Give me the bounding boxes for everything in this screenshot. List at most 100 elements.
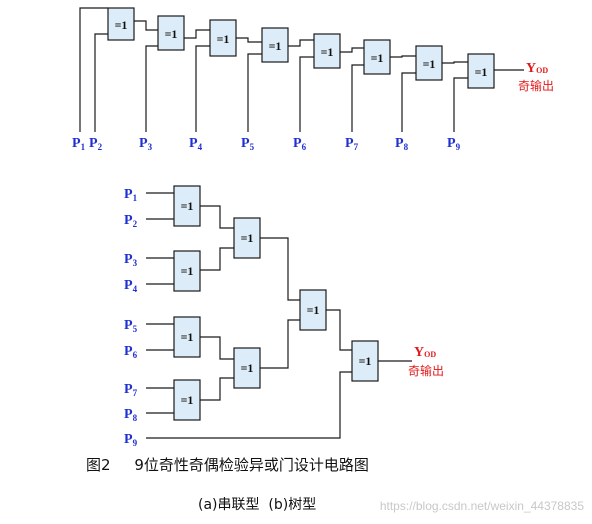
input-label-sub: 7 — [354, 142, 359, 152]
input-label-sub: 2 — [133, 219, 138, 229]
wire-b-g1-g5 — [200, 205, 234, 229]
input-label-sub: 4 — [133, 284, 138, 294]
input-label-sub: 1 — [81, 142, 86, 152]
output-desc-b: 奇输出 — [408, 363, 444, 378]
xor-gate-a6 — [363, 39, 391, 75]
input-label-letter: P — [395, 136, 404, 151]
input-label-letter: P — [345, 136, 354, 151]
xor-gate-b6 — [233, 347, 261, 389]
xor-gate-a3 — [209, 19, 237, 57]
input-label-p9-a: P9 — [447, 136, 461, 152]
wire-p9-a — [453, 77, 468, 132]
wire-p3-a — [145, 45, 158, 132]
wire-p1-a — [79, 7, 108, 132]
input-label-sub: 8 — [404, 142, 409, 152]
gate-label: =1 — [475, 65, 488, 79]
input-label-letter: P — [241, 136, 250, 151]
xor-gate-b5 — [233, 217, 261, 259]
xor-gate-a2 — [157, 15, 185, 51]
wire-p6-a — [299, 56, 314, 132]
wire-a-g3-g4 — [236, 37, 262, 43]
input-label-letter: P — [124, 432, 133, 447]
gate-label: =1 — [217, 32, 230, 46]
input-label-sub: 4 — [198, 142, 203, 152]
wire-a-g1-g2 — [134, 20, 158, 31]
series-chain: =1 =1 =1 =1 =1 =1 =1 =1 P1 P2 P3 P4 P5 P… — [72, 7, 554, 152]
input-label-p1-a: P1 — [72, 136, 86, 152]
wire-b-g4-g6 — [200, 377, 234, 401]
input-label-p6-a: P6 — [293, 136, 307, 152]
input-label-p5-a: P5 — [241, 136, 255, 152]
input-label-letter: P — [189, 136, 198, 151]
input-label-sub: 5 — [250, 142, 255, 152]
input-label-p8-a: P8 — [395, 136, 409, 152]
gate-label: =1 — [241, 231, 254, 245]
input-label-sub: 3 — [148, 142, 153, 152]
input-label-p8-b: P8 — [124, 407, 138, 423]
input-label-sub: 6 — [133, 350, 138, 360]
input-label-sub: 5 — [133, 324, 138, 334]
gate-label: =1 — [307, 303, 320, 317]
input-label-letter: P — [293, 136, 302, 151]
gate-label: =1 — [181, 199, 194, 213]
xor-gate-b2 — [173, 250, 201, 292]
output-label-b: YOD — [414, 345, 436, 360]
wire-a-g4-g5 — [288, 39, 314, 47]
input-label-letter: P — [124, 407, 133, 422]
input-label-letter: P — [72, 136, 81, 151]
input-label-sub: 6 — [302, 142, 307, 152]
watermark: https://blog.csdn.net/weixin_44378835 — [380, 499, 584, 513]
input-label-letter: P — [124, 278, 133, 293]
input-label-letter: P — [139, 136, 148, 151]
xor-gate-a8 — [467, 53, 495, 89]
gate-label: =1 — [181, 330, 194, 344]
input-label-letter: P — [124, 213, 133, 228]
input-label-p7-b: P7 — [124, 382, 138, 398]
input-label-letter: P — [447, 136, 456, 151]
input-label-letter: P — [124, 318, 133, 333]
input-label-sub: 9 — [133, 438, 138, 448]
gate-label: =1 — [423, 57, 436, 71]
gate-label: =1 — [269, 39, 282, 53]
gate-label: =1 — [181, 264, 194, 278]
input-label-p4-a: P4 — [189, 136, 203, 152]
wire-b-g2-g5 — [200, 247, 234, 271]
output-label-letter: Y — [414, 345, 424, 360]
figure-caption: 图2 9位奇性奇偶检验异或门设计电路图 — [86, 456, 369, 474]
gate-label: =1 — [321, 45, 334, 59]
wire-b-g7-g8 — [326, 309, 352, 351]
input-label-p9-b: P9 — [124, 432, 138, 448]
gate-label: =1 — [165, 27, 178, 41]
xor-gate-a7 — [415, 45, 443, 81]
wire-b-g5-g7 — [260, 237, 300, 301]
input-label-letter: P — [124, 344, 133, 359]
wire-p2-a — [94, 33, 108, 132]
wire-b-g6-g7 — [260, 319, 300, 369]
input-label-p2-b: P2 — [124, 213, 138, 229]
xor-gate-b8 — [351, 340, 379, 382]
input-label-p1-b: P1 — [124, 187, 138, 203]
wire-p7-a — [351, 64, 364, 132]
gate-label: =1 — [371, 51, 384, 65]
input-label-p3-b: P3 — [124, 252, 138, 268]
tree-circuit: =1 =1 =1 =1 =1 =1 =1 =1 P1 P2 P3 P4 P5 P… — [124, 185, 444, 448]
input-label-letter: P — [124, 252, 133, 267]
input-label-sub: 7 — [133, 388, 138, 398]
gate-label: =1 — [359, 354, 372, 368]
input-label-p2-a: P2 — [89, 136, 103, 152]
xor-gate-a5 — [313, 33, 341, 69]
input-label-p3-a: P3 — [139, 136, 153, 152]
wire-b-g3-g6 — [200, 336, 234, 360]
output-desc-a: 奇输出 — [518, 78, 554, 93]
xor-gate-b4 — [173, 379, 201, 421]
wire-a-g7-g8 — [442, 61, 468, 64]
wire-a-g2-g3 — [184, 29, 210, 39]
input-label-p6-b: P6 — [124, 344, 138, 360]
wire-p4-a — [195, 45, 210, 132]
output-label-a: YOD — [526, 61, 548, 76]
gate-label: =1 — [241, 361, 254, 375]
xor-gate-b3 — [173, 316, 201, 358]
input-label-p5-b: P5 — [124, 318, 138, 334]
input-label-p7-a: P7 — [345, 136, 359, 152]
input-label-sub: 8 — [133, 413, 138, 423]
